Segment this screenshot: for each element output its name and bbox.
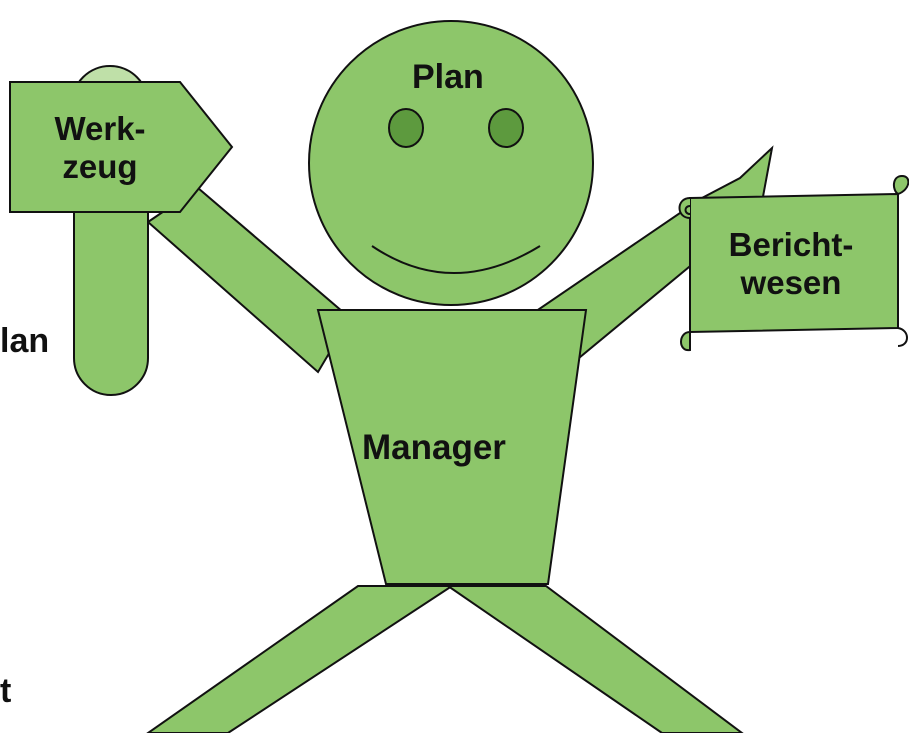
right-scroll-line1: Bericht- [728, 226, 854, 263]
head-label: Plan [412, 58, 484, 96]
torso [316, 309, 588, 585]
right-eye [488, 108, 524, 148]
left-eye [388, 108, 424, 148]
left-sign-label: Werk- zeug [40, 110, 160, 186]
body-label: Manager [362, 428, 506, 467]
werkzeug-sign [9, 81, 234, 213]
margin-fragment-lan: lan [0, 322, 50, 360]
right-scroll-line2: wesen [740, 263, 842, 301]
head [308, 20, 594, 306]
right-scroll-label: Bericht- wesen [706, 226, 876, 302]
left-sign-line1: Werk- [54, 110, 146, 147]
right-leg [444, 585, 745, 734]
berichtwesen-scroll [678, 174, 909, 352]
smile [371, 245, 541, 274]
left-leg [144, 585, 456, 734]
margin-fragment-t: t [0, 672, 12, 710]
left-sign-line2: zeug [62, 147, 138, 185]
